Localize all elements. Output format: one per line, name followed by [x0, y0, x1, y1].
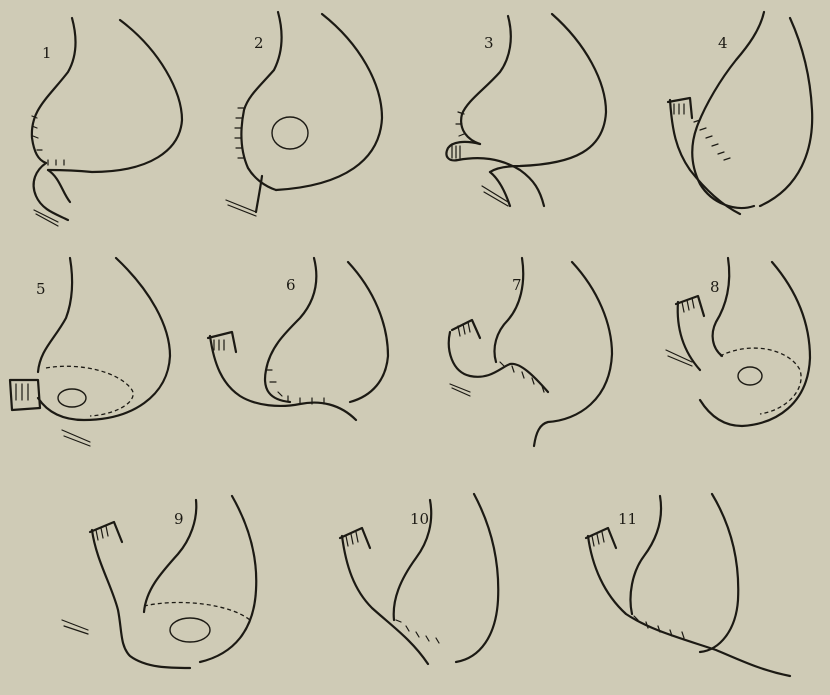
stomach-greater-curvature: [48, 20, 182, 172]
jejunal-loop: [92, 530, 190, 668]
panel-4: 4: [668, 12, 812, 214]
panel-11: 11: [586, 494, 790, 676]
duodenal-stump: [10, 380, 40, 410]
panel-7: 7: [449, 258, 612, 446]
suture-marks: [634, 616, 684, 638]
jejunal-loop: [210, 336, 356, 420]
resection-line: [144, 602, 250, 620]
pancreatic-duct: [62, 430, 90, 446]
panel-number: 1: [42, 44, 52, 62]
jejunal-stump: [340, 528, 370, 548]
jejunal-loop: [670, 100, 740, 214]
jejunal-loop: [678, 302, 700, 370]
suture-marks: [694, 120, 730, 160]
ulcer-hatched-area: [738, 367, 762, 385]
panel-number: 2: [254, 34, 264, 52]
jejunal-loop: [446, 142, 544, 206]
stomach-greater-curvature: [200, 496, 256, 662]
stomach-lesser-curvature: [144, 500, 196, 612]
stump-closure-marks: [452, 146, 460, 158]
panel-1: 1: [32, 18, 182, 226]
stomach-greater-curvature: [348, 262, 388, 402]
stump-closure-marks: [214, 340, 224, 350]
ulcer-hatched-area: [170, 618, 210, 642]
jejunal-stump: [90, 522, 122, 542]
panel-6: 6: [208, 258, 388, 420]
panel-5: 5: [10, 258, 170, 446]
stomach-greater-curvature: [534, 262, 612, 446]
panel-3: 3: [446, 14, 606, 206]
stomach-lesser-curvature: [495, 258, 524, 362]
suture-marks: [456, 112, 464, 136]
jejunal-loop: [342, 536, 428, 664]
suture-marks: [32, 116, 64, 165]
panel-number: 9: [174, 510, 184, 528]
panel-10: 10: [340, 494, 498, 664]
stomach-greater-curvature: [760, 18, 812, 206]
stomach-lesser-curvature: [692, 12, 764, 208]
resection-line: [46, 366, 133, 416]
stomach-lesser-curvature: [38, 258, 72, 372]
pancreatic-duct: [450, 384, 470, 396]
panel-number: 5: [36, 280, 46, 298]
jejunal-stump: [452, 320, 480, 338]
stomach-greater-curvature: [276, 14, 382, 190]
pancreatic-duct: [62, 620, 88, 634]
stomach-greater-curvature: [490, 14, 606, 172]
panel-number: 7: [512, 276, 522, 294]
suture-marks: [396, 620, 439, 643]
panel-9: 9: [62, 496, 256, 668]
panel-number: 6: [286, 276, 296, 294]
stomach-lesser-curvature: [32, 18, 76, 163]
panel-8: 8: [666, 258, 810, 426]
stump-closure-marks: [16, 384, 28, 400]
panel-number: 11: [618, 510, 637, 528]
pancreatic-duct: [226, 200, 256, 216]
stump-closure-marks: [674, 104, 684, 114]
duodenum-inner: [48, 170, 70, 202]
panel-number: 4: [718, 34, 728, 52]
jejunal-stump: [676, 296, 704, 316]
ulcer-hatched-area: [272, 117, 308, 149]
ulcer-hatched-area: [58, 389, 86, 407]
stomach-greater-curvature: [456, 494, 498, 662]
panel-number: 10: [410, 510, 429, 528]
panel-2: 2: [226, 12, 382, 216]
jejunal-loop: [588, 536, 790, 676]
panel-number: 3: [484, 34, 494, 52]
panel-number: 8: [710, 278, 720, 296]
stomach-lesser-curvature: [713, 258, 730, 356]
stomach-greater-curvature: [700, 494, 738, 652]
